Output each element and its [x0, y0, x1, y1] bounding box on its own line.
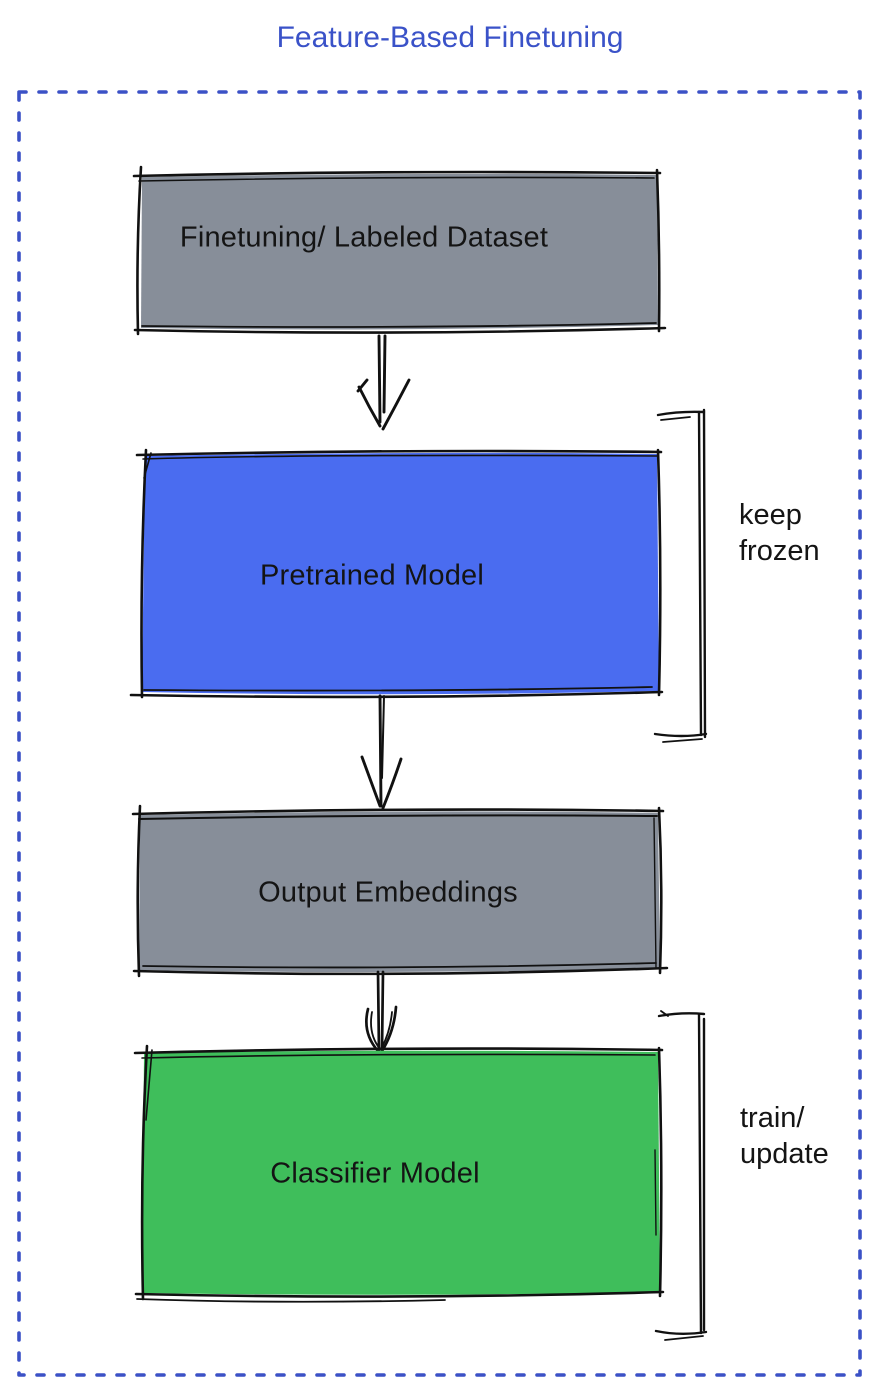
- train-update-label: train/ update: [740, 1100, 829, 1172]
- train-update-line1: train/: [740, 1102, 805, 1134]
- node-classifier-label: Classifier Model: [270, 1157, 480, 1190]
- arrow-down-icon-2: [360, 694, 403, 810]
- keep-frozen-bracket: [653, 408, 708, 743]
- node-pretrained: [129, 448, 664, 699]
- node-dataset-label: Finetuning/ Labeled Dataset: [179, 221, 549, 254]
- arrow-down-icon-3: [365, 970, 398, 1055]
- node-embeddings: [131, 804, 669, 978]
- train-update-bracket: [654, 1010, 708, 1341]
- diagram-title: Feature-Based Finetuning: [276, 21, 624, 54]
- arrow-down-icon-1: [356, 334, 411, 431]
- node-pretrained-label: Pretrained Model: [259, 559, 485, 592]
- node-classifier: [133, 1044, 665, 1303]
- dotted-frame: [17, 90, 862, 1377]
- node-classifier-fill: [142, 1050, 660, 1295]
- node-dataset-fill: [141, 173, 658, 330]
- keep-frozen-line2: frozen: [739, 535, 820, 567]
- keep-frozen-label: keep frozen: [739, 497, 820, 569]
- node-pretrained-fill: [142, 452, 659, 695]
- node-embeddings-label: Output Embeddings: [258, 876, 518, 909]
- train-update-line2: update: [740, 1138, 829, 1170]
- node-dataset: [132, 165, 667, 336]
- keep-frozen-line1: keep: [739, 499, 802, 531]
- node-embeddings-fill: [139, 811, 660, 973]
